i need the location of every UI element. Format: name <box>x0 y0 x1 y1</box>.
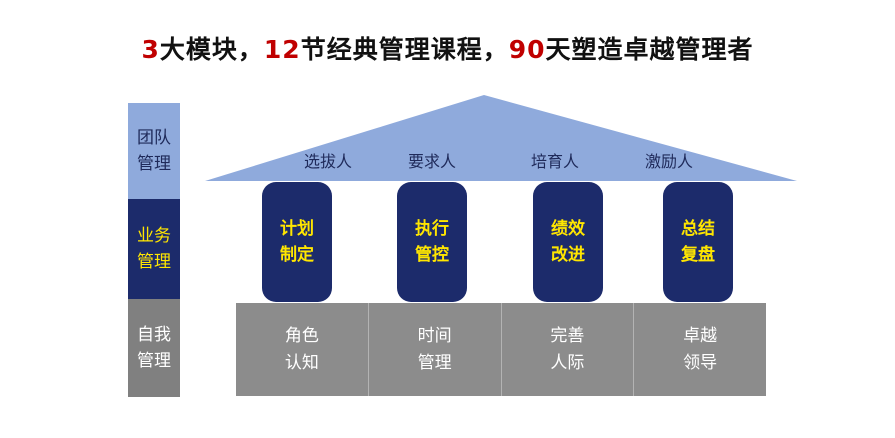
roof-label-select: 选拔人 <box>303 152 352 171</box>
page-title: 3大模块，12节经典管理课程，90天塑造卓越管理者 <box>0 30 895 66</box>
pillar-plan-line1: 计划 <box>280 219 314 239</box>
roof-label-require: 要求人 <box>407 152 456 171</box>
pillar-review: 总结 复盘 <box>663 182 733 302</box>
pillar-review-line1: 总结 <box>681 219 715 239</box>
title-text-modules: 大模块， <box>159 35 264 64</box>
pillar-execute-line2: 管控 <box>415 245 449 265</box>
foundation-cell-role-line2: 认知 <box>284 352 319 373</box>
foundation-cell-leadership: 卓越 领导 <box>634 303 766 396</box>
pillar-review-line2: 复盘 <box>681 245 715 265</box>
side-block-business: 业务 管理 <box>128 199 180 299</box>
side-block-team: 团队 管理 <box>128 103 180 199</box>
foundation-cell-leadership-line1: 卓越 <box>683 325 718 346</box>
side-block-team-line2: 管理 <box>137 154 171 174</box>
side-block-self-line1: 自我 <box>137 325 171 345</box>
foundation-cell-time-line2: 管理 <box>417 352 452 373</box>
foundation-cell-time: 时间 管理 <box>369 303 502 396</box>
title-text-courses: 节经典管理课程， <box>300 35 509 64</box>
title-number-courses: 12 <box>263 35 301 64</box>
foundation: 角色 认知 时间 管理 完善 人际 卓越 领导 <box>236 303 766 396</box>
side-block-self-line2: 管理 <box>137 351 171 371</box>
roof-triangle <box>205 95 797 181</box>
foundation-cell-leadership-line2: 领导 <box>683 352 718 373</box>
pillar-performance: 绩效 改进 <box>533 182 603 302</box>
foundation-cell-relations-line2: 人际 <box>550 352 585 373</box>
side-block-business-line2: 管理 <box>137 252 171 272</box>
pillar-performance-line2: 改进 <box>551 245 585 265</box>
side-block-self: 自我 管理 <box>128 299 180 397</box>
roof-label-motivate: 激励人 <box>644 152 693 171</box>
foundation-cell-role-line1: 角色 <box>284 325 319 346</box>
pillar-plan-line2: 制定 <box>280 245 314 265</box>
pillar-execute-line1: 执行 <box>415 219 449 239</box>
roof-label-cultivate: 培育人 <box>530 152 579 171</box>
title-text-days: 天塑造卓越管理者 <box>545 35 754 64</box>
foundation-cell-time-line1: 时间 <box>417 325 452 346</box>
title-number-days: 90 <box>508 35 546 64</box>
side-block-business-line1: 业务 <box>137 226 171 246</box>
title-number-modules: 3 <box>141 35 160 64</box>
pillar-execute: 执行 管控 <box>397 182 467 302</box>
pillar-plan: 计划 制定 <box>262 182 332 302</box>
foundation-cell-relations-line1: 完善 <box>550 325 585 346</box>
side-block-team-line1: 团队 <box>137 128 171 148</box>
foundation-cell-relations: 完善 人际 <box>502 303 635 396</box>
foundation-cell-role: 角色 认知 <box>236 303 369 396</box>
pillar-performance-line1: 绩效 <box>551 219 585 239</box>
